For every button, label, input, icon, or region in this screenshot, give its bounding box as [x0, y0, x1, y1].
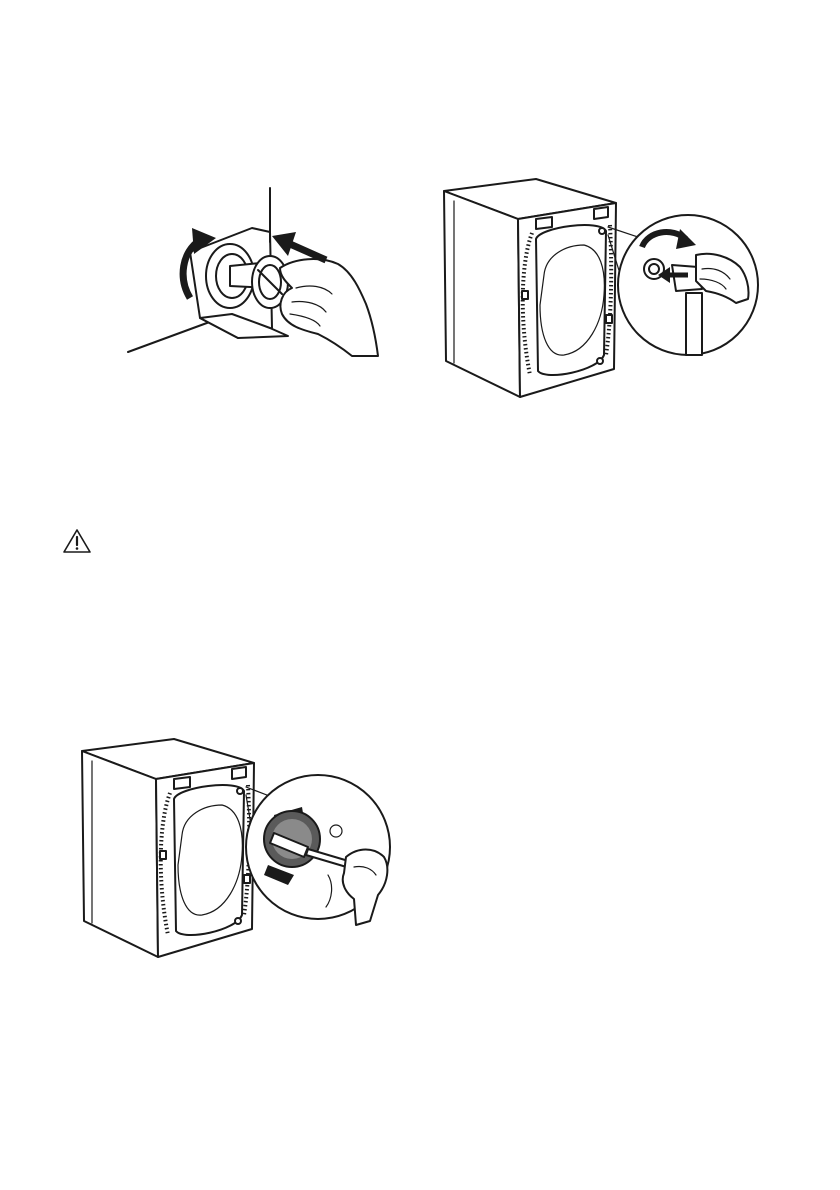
inlet-filter-clean-illustration — [78, 735, 398, 965]
pump-filter-illustration — [120, 180, 390, 370]
warning-triangle-icon — [62, 528, 92, 554]
inlet-hose-illustration — [440, 175, 770, 400]
push-arrow-icon — [272, 232, 326, 260]
